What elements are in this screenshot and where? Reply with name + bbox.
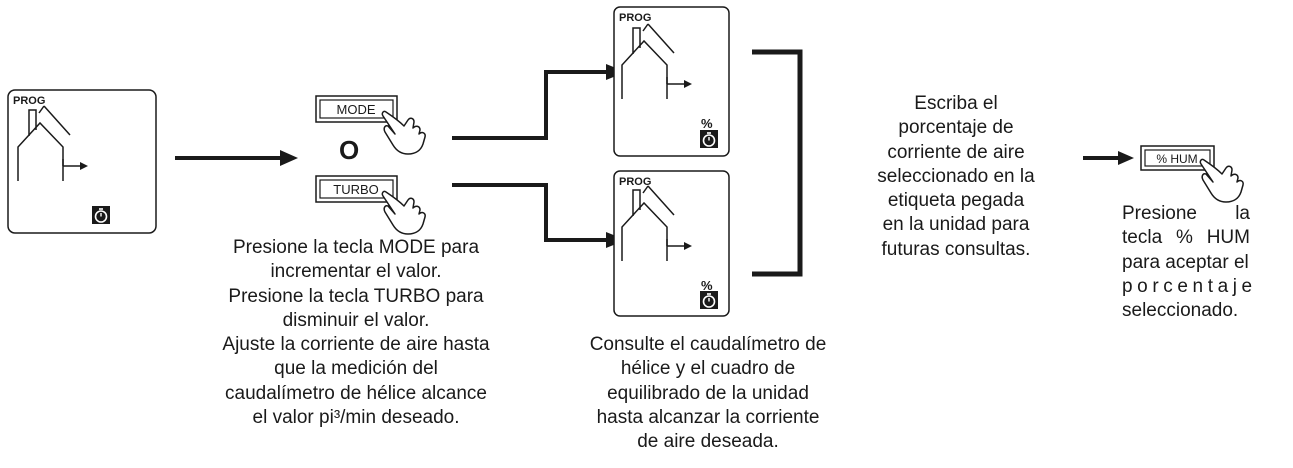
house-icon [621,23,675,99]
pointing-hand-icon [381,110,426,155]
timer-icon [92,206,110,224]
or-label: O [339,135,360,165]
lcd-display-increased: PROG % [613,6,730,157]
house-icon [621,185,675,261]
text-line: en la unidad para [882,214,1030,236]
text-line: para aceptar el [1122,251,1249,273]
timer-icon [700,130,718,148]
word: Presione [1122,203,1197,224]
text-line: incrementar el valor. [270,261,442,283]
text-line: el valor pi³/min deseado. [252,407,460,429]
mode-key-label: MODE [337,102,376,117]
text-line: Ajuste la corriente de aire hasta [222,334,490,356]
bracket-icon [752,49,803,277]
step5-instructions: Presione la tecla% HUM para aceptar el por… [1122,202,1257,323]
lcd-display-initial: PROG % [7,89,157,234]
lcd-frame [613,170,730,317]
house-icon [17,105,71,181]
prog-label: PROG [13,95,45,107]
text-line: futuras consultas. [881,238,1031,260]
text-line-justified: Presione la [1122,202,1250,226]
word: % [1175,227,1193,249]
text-line: seleccionado. [1122,300,1239,322]
timer-icon [700,291,718,309]
text-line: porcentaje de [898,117,1014,139]
step2-instructions: Presione la tecla MODE para incrementar … [193,236,519,430]
pointing-hand-icon [381,190,426,235]
step3-instructions: Consulte el caudalímetro de hélice y el … [556,333,860,454]
text-line: Presione la tecla TURBO para [228,285,484,307]
text-line: que la medición del [274,358,438,380]
text-line: Consulte el caudalímetro de [589,334,827,355]
text-line: disminuir el valor. [282,309,430,331]
word: tecla [1122,227,1163,249]
prog-label: PROG [619,176,651,188]
percent-unit: % [701,116,713,131]
arrow-right-icon [175,150,298,166]
arrow-right-icon [666,77,692,88]
text-line: equilibrado de la unidad [607,382,809,404]
lcd-display-decreased: PROG % [613,170,730,317]
step4-instructions: Escriba el porcentaje de corriente de ai… [850,92,1062,262]
percent-unit: % [701,278,713,293]
text-line: hélice y el cuadro de [620,358,796,380]
text-line: porcentaje [1122,275,1257,297]
word: HUM [1206,227,1250,249]
text-line: Escriba el [914,93,998,114]
arrow-right-icon [62,159,88,170]
hum-key[interactable]: % HUM [1140,145,1215,171]
arrow-right-icon [1083,151,1134,165]
text-line: corriente de aire [887,141,1025,163]
text-line: de aire deseada. [637,431,779,453]
arrow-up-branch [452,64,626,140]
word: la [1235,203,1250,224]
lcd-frame [613,6,730,157]
lcd-frame [7,89,157,234]
text-line: hasta alcanzar la corriente [596,406,820,428]
pointing-hand-icon [1199,158,1244,203]
text-line-justified: tecla% HUM [1122,226,1250,250]
text-line: Presione la tecla MODE para [232,237,480,258]
hum-key-label: % HUM [1156,152,1197,166]
text-line: seleccionado en la [877,165,1035,187]
prog-label: PROG [619,12,651,24]
arrow-right-icon [666,239,692,250]
turbo-key-label: TURBO [333,182,379,197]
text-line: etiqueta pegada [887,190,1025,212]
text-line: caudalímetro de hélice alcance [225,382,487,404]
